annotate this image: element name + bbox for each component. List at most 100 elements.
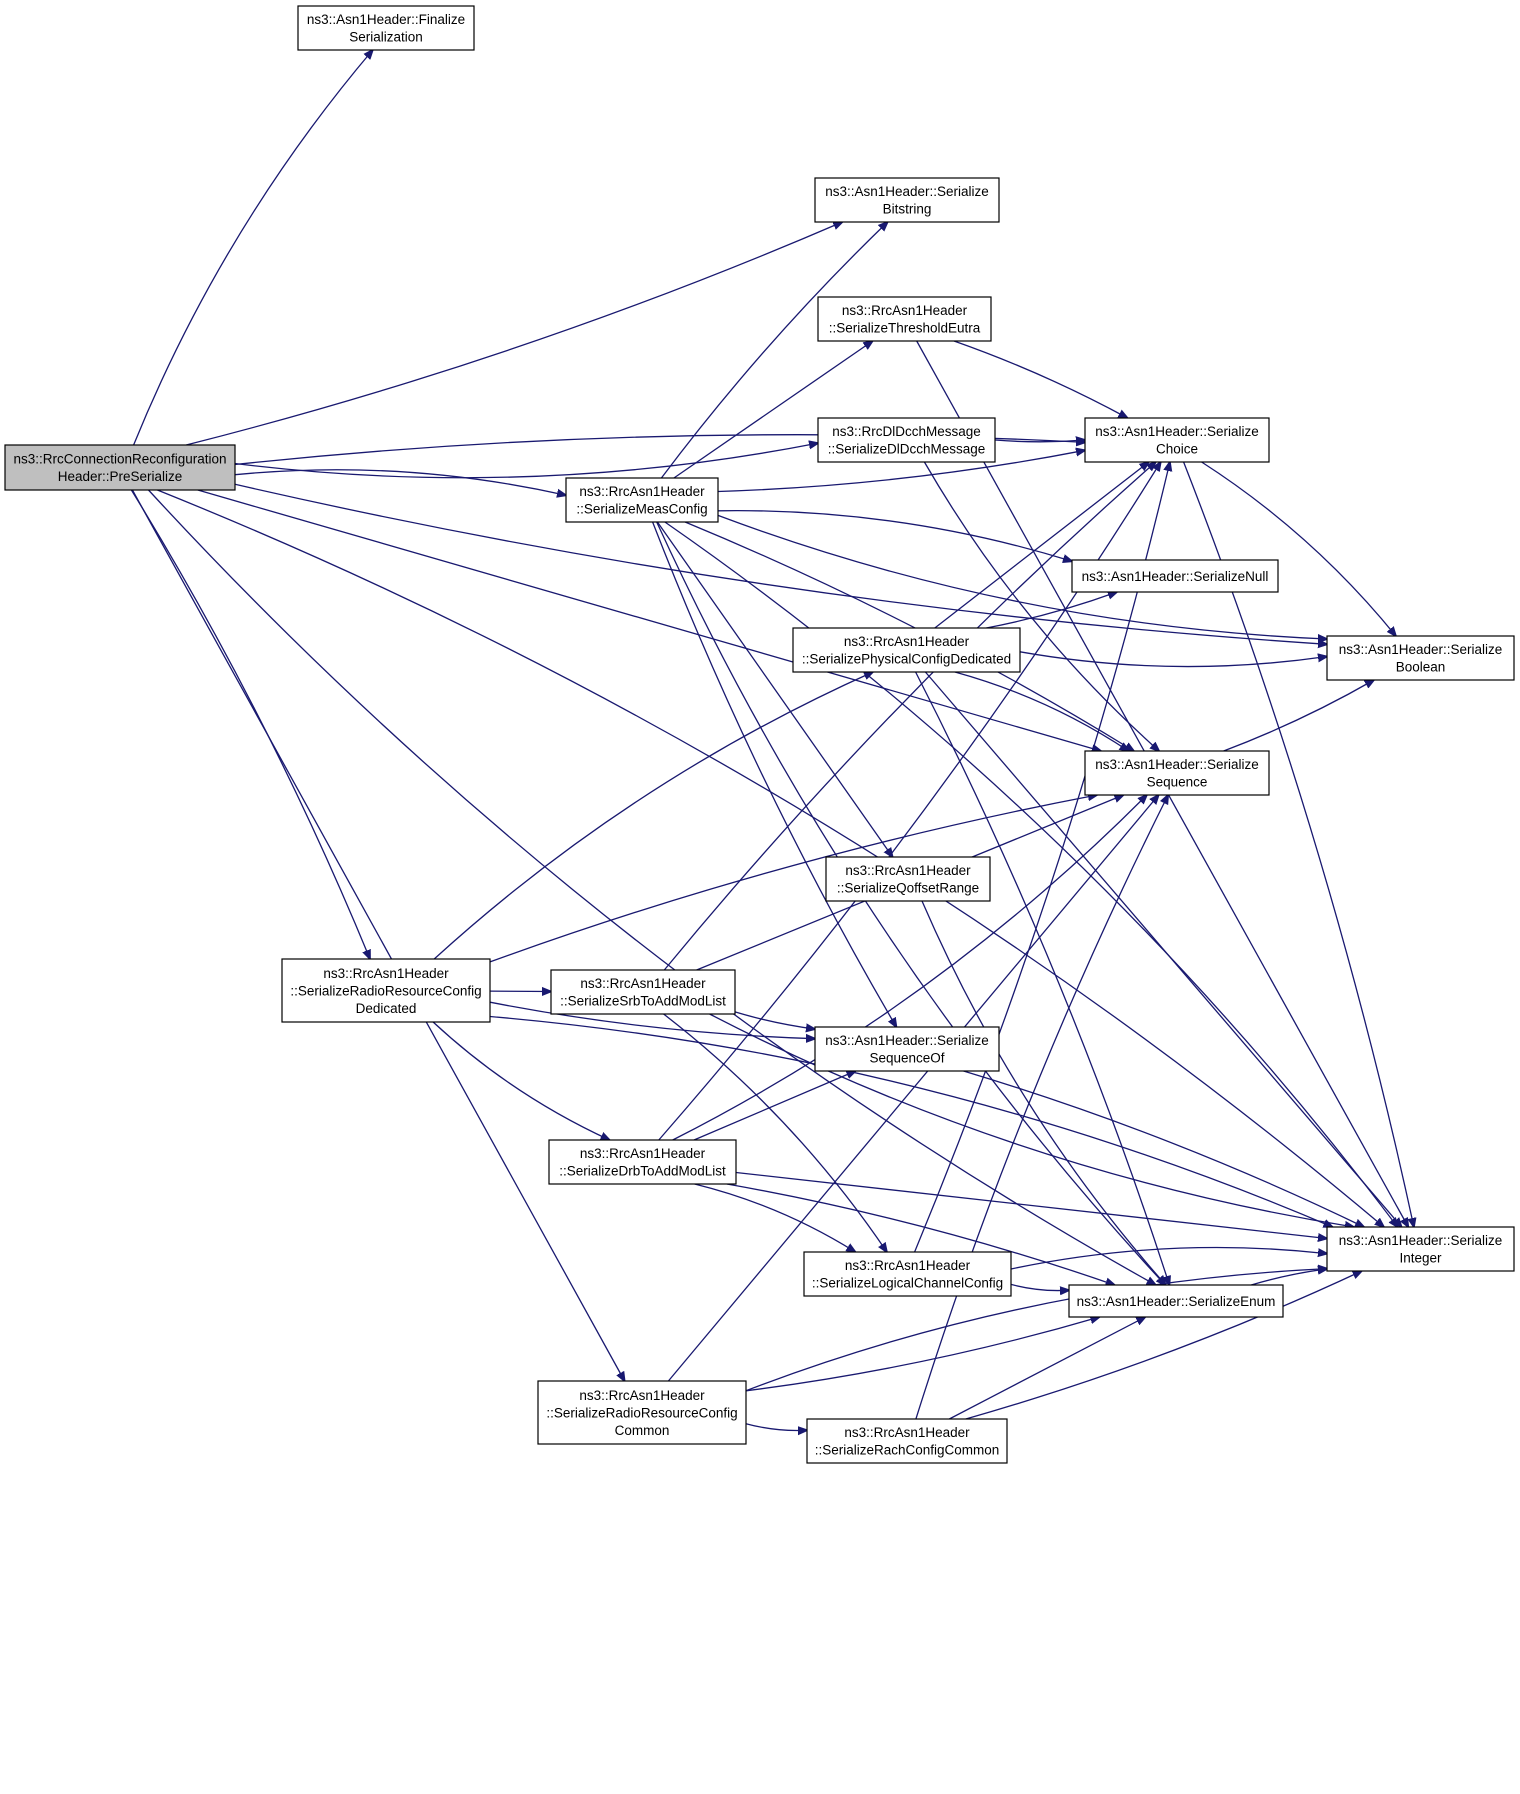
node-physconf-label-1: ::SerializePhysicalConfigDedicated [802,652,1011,667]
node-rrccommon-box [537,1380,747,1445]
node-drblist[interactable]: ns3::RrcAsn1Header::SerializeDrbToAddMod… [548,1139,737,1185]
node-sequence-box [1084,750,1270,796]
edge-root-to-sequence [197,489,1101,751]
node-logchan[interactable]: ns3::RrcAsn1Header::SerializeLogicalChan… [803,1251,1012,1297]
edge-rrcded-to-drblist [432,1021,609,1140]
node-drblist-label-1: ::SerializeDrbToAddModList [559,1164,726,1179]
node-seqof-label-1: SequenceOf [869,1051,944,1066]
node-choice-label-0: ns3::Asn1Header::Serialize [1095,424,1259,439]
node-enum-box [1068,1284,1284,1318]
node-measconfig[interactable]: ns3::RrcAsn1Header::SerializeMeasConfig [565,477,719,523]
node-qoffset-label-1: ::SerializeQoffsetRange [837,881,979,896]
edge-measconfig-to-choice [717,450,1085,493]
nodes-layer: ns3::RrcConnectionReconfigurationHeader:… [4,5,1515,1464]
node-integer-label-0: ns3::Asn1Header::Serialize [1339,1233,1503,1248]
node-null[interactable]: ns3::Asn1Header::SerializeNull [1071,559,1279,593]
node-rach-label-1: ::SerializeRachConfigCommon [815,1443,1000,1458]
node-root-label-1: Header::PreSerialize [58,469,183,484]
node-rrcded-label-1: ::SerializeRadioResourceConfig [290,983,481,998]
edge-rach-to-enum [948,1317,1145,1420]
node-rrcded-label-0: ns3::RrcAsn1Header [323,966,449,981]
edge-measconfig-to-threshold [673,341,873,479]
node-boolean-box [1326,635,1515,681]
edge-drblist-to-seqof [693,1071,856,1141]
edge-srblist-to-integer [709,1013,1354,1227]
edge-qoffset-to-enum [921,900,1166,1285]
node-finalize-box [297,5,475,51]
node-rrccommon-label-2: Common [615,1423,670,1438]
node-dldcch-label-1: ::SerializeDlDcchMessage [828,442,986,457]
edge-physconf-to-boolean [1019,651,1327,668]
edge-choice-to-boolean [1201,461,1396,636]
node-threshold-label-0: ns3::RrcAsn1Header [842,303,968,318]
node-integer-label-1: Integer [1399,1251,1442,1266]
node-rach-box [806,1418,1008,1464]
node-srblist-box [550,969,736,1015]
edge-rach-to-integer [965,1271,1362,1420]
edge-rach-to-sequence [915,795,1168,1420]
node-qoffset-label-0: ns3::RrcAsn1Header [845,863,971,878]
node-bitstring-box [814,177,1000,223]
node-bitstring-label-1: Bitstring [883,202,932,217]
node-qoffset-box [825,856,991,902]
node-measconfig-label-1: ::SerializeMeasConfig [576,502,707,517]
node-qoffset[interactable]: ns3::RrcAsn1Header::SerializeQoffsetRang… [825,856,991,902]
node-physconf-box [792,627,1021,673]
edge-measconfig-to-qoffset [656,521,892,857]
edge-root-to-boolean [234,483,1327,644]
edge-measconfig-to-enum [656,521,1166,1285]
node-measconfig-box [565,477,719,523]
node-physconf[interactable]: ns3::RrcAsn1Header::SerializePhysicalCon… [792,627,1021,673]
edges-layer [130,50,1414,1431]
node-physconf-label-0: ns3::RrcAsn1Header [844,634,970,649]
edge-dldcch-to-choice [994,440,1085,442]
edge-rrccommon-to-rach [745,1423,807,1431]
edge-drblist-to-sequence [672,795,1147,1141]
node-null-box [1071,559,1279,593]
node-dldcch[interactable]: ns3::RrcDlDcchMessage::SerializeDlDcchMe… [817,417,996,463]
edge-drblist-to-logchan [694,1183,856,1252]
edge-measconfig-to-seqof [651,521,897,1027]
node-enum[interactable]: ns3::Asn1Header::SerializeEnum [1068,1284,1284,1318]
node-threshold[interactable]: ns3::RrcAsn1Header::SerializeThresholdEu… [817,296,992,342]
edge-rrcded-to-sequence [489,795,1097,963]
node-rach-label-0: ns3::RrcAsn1Header [844,1425,970,1440]
edge-measconfig-to-boolean [717,514,1327,639]
edge-srblist-to-seqof [734,1011,815,1029]
node-rrcded-label-2: Dedicated [356,1001,417,1016]
node-rrccommon[interactable]: ns3::RrcAsn1Header::SerializeRadioResour… [537,1380,747,1445]
edge-root-to-integer [157,489,1384,1227]
node-seqof-label-0: ns3::Asn1Header::Serialize [825,1033,989,1048]
node-rach[interactable]: ns3::RrcAsn1Header::SerializeRachConfigC… [806,1418,1008,1464]
node-rrcded-box [281,958,491,1023]
edge-root-to-measconfig [234,469,566,496]
node-root[interactable]: ns3::RrcConnectionReconfigurationHeader:… [4,444,236,491]
node-srblist[interactable]: ns3::RrcAsn1Header::SerializeSrbToAddMod… [550,969,736,1015]
node-root-box [4,444,236,491]
node-rrccommon-label-0: ns3::RrcAsn1Header [579,1388,705,1403]
edge-root-to-dldcch [234,443,818,479]
edge-drblist-to-integer [735,1171,1327,1239]
edge-drblist-to-enum [726,1183,1115,1285]
edge-rrccommon-to-sequence [667,795,1158,1382]
node-finalize-label-0: ns3::Asn1Header::Finalize [307,12,465,27]
node-rrcded[interactable]: ns3::RrcAsn1Header::SerializeRadioResour… [281,958,491,1023]
edge-seqof-to-integer [963,1070,1365,1227]
edge-physconf-to-null [986,592,1117,629]
edge-srblist-to-logchan [663,1013,887,1252]
node-logchan-label-1: ::SerializeLogicalChannelConfig [812,1276,1003,1291]
node-drblist-label-0: ns3::RrcAsn1Header [580,1146,706,1161]
edge-threshold-to-choice [953,340,1128,418]
edge-root-to-finalize [132,50,373,446]
node-boolean-label-0: ns3::Asn1Header::Serialize [1339,642,1503,657]
edge-dldcch-to-sequence [923,461,1159,751]
node-srblist-label-1: ::SerializeSrbToAddModList [560,994,726,1009]
